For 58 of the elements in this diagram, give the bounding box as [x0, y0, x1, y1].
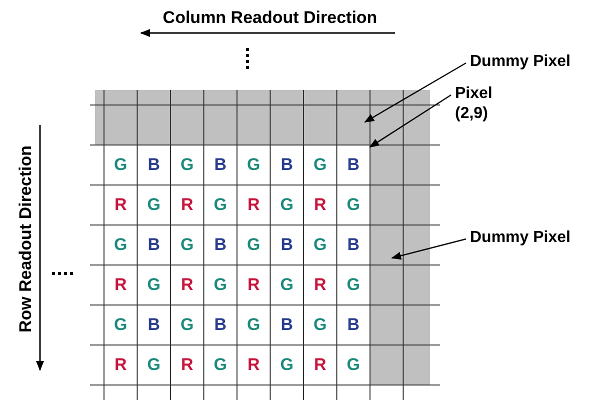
color-filter-letter: G [180, 154, 195, 176]
color-filter-letter: G [312, 314, 328, 336]
callout-label: Pixel (2,9) [455, 84, 507, 124]
dummy-pixel-region [95, 90, 430, 145]
color-filter-letter: G [246, 234, 262, 256]
color-filter-letter: R [312, 354, 328, 376]
color-filter-letter: G [146, 274, 162, 296]
color-filter-letter: G [312, 234, 328, 256]
color-filter-letter: G [246, 154, 262, 176]
color-filter-letter: R [180, 354, 194, 376]
color-filter-letter: G [113, 234, 128, 256]
color-filter-letter: R [312, 194, 328, 216]
color-filter-letter: G [113, 154, 128, 176]
color-filter-letter: R [246, 354, 261, 376]
leader-line [364, 62, 466, 123]
axis-title: Column Readout Direction [162, 7, 378, 29]
color-filter-letter: B [213, 234, 228, 256]
color-filter-letter: B [280, 154, 294, 176]
color-filter-letter: B [346, 234, 361, 256]
color-filter-letter: B [280, 234, 294, 256]
color-filter-letter: G [180, 314, 195, 336]
color-filter-letter: G [113, 314, 128, 336]
axis-title: Row Readout Direction [15, 144, 36, 335]
color-filter-letter: R [180, 194, 194, 216]
color-filter-letter: R [246, 194, 261, 216]
color-filter-letter: G [312, 154, 328, 176]
color-filter-letter: R [312, 274, 328, 296]
color-filter-letter: G [246, 314, 262, 336]
color-filter-letter: G [180, 234, 195, 256]
callout-label: Dummy Pixel [470, 228, 595, 248]
color-filter-letter: G [279, 194, 294, 216]
color-filter-letter: G [212, 274, 228, 296]
color-filter-letter: G [279, 274, 294, 296]
color-filter-letter: G [146, 194, 162, 216]
color-filter-letter: R [246, 274, 261, 296]
color-filter-letter: B [146, 314, 162, 336]
color-filter-letter: B [280, 314, 294, 336]
leader-line [391, 238, 466, 260]
color-filter-letter: R [113, 194, 128, 216]
callout-label: Dummy Pixel [470, 52, 595, 72]
color-filter-letter: B [213, 154, 228, 176]
color-filter-letter: B [146, 234, 162, 256]
color-filter-letter: B [146, 154, 162, 176]
color-filter-letter: B [346, 314, 361, 336]
dummy-pixel-region [370, 145, 430, 385]
color-filter-letter: B [213, 314, 228, 336]
color-filter-letter: R [113, 274, 128, 296]
color-filter-letter: G [212, 354, 228, 376]
color-filter-letter: G [279, 354, 294, 376]
leader-line [369, 94, 452, 148]
color-filter-letter: G [346, 194, 361, 216]
color-filter-letter: R [113, 354, 128, 376]
color-filter-letter: G [146, 354, 162, 376]
color-filter-letter: G [346, 274, 361, 296]
color-filter-letter: R [180, 274, 194, 296]
color-filter-letter: G [346, 354, 361, 376]
color-filter-letter: G [212, 194, 228, 216]
color-filter-letter: B [344, 145, 362, 185]
